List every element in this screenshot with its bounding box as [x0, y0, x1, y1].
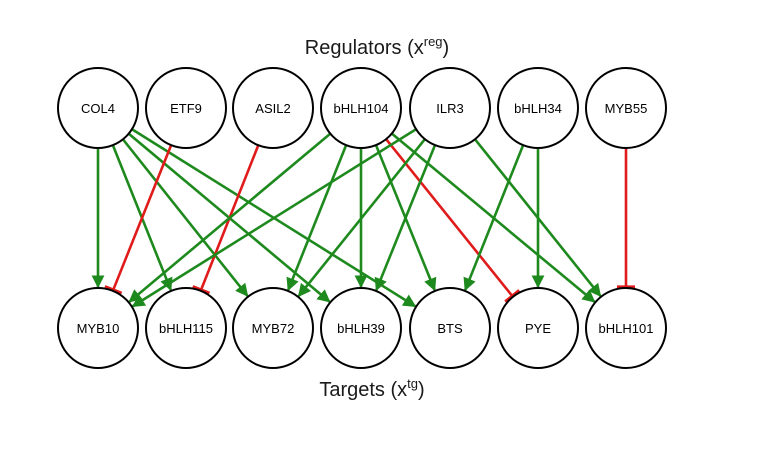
regulator-node-circle [145, 67, 227, 149]
target-node-label: MYB10 [77, 321, 120, 336]
target-node-label: bHLH115 [159, 321, 213, 336]
regulator-node-label: ILR3 [436, 101, 463, 116]
edge-bhlh104-activation-bhlh101 [389, 131, 596, 303]
regulator-node-col4: COL4 [57, 67, 139, 149]
edge-col4-activation-bhlh39 [126, 131, 331, 303]
regulator-node-label: ETF9 [170, 101, 202, 116]
target-node-circle [232, 287, 314, 369]
target-node-circle [585, 287, 667, 369]
target-node-label: bHLH101 [599, 321, 654, 336]
edge-col4-activation-myb72 [120, 136, 249, 297]
target-node-label: PYE [525, 321, 551, 336]
target-node-pye: PYE [497, 287, 579, 369]
regulator-node-label: MYB55 [605, 101, 648, 116]
target-nodes: MYB10 bHLH115 MYB72 bHLH39 BTS PYE bHLH101 [57, 287, 667, 369]
regulator-node-etf9: ETF9 [145, 67, 227, 149]
target-node-circle [497, 287, 579, 369]
regulator-node-circle [497, 67, 579, 149]
regulator-node-myb55: MYB55 [585, 67, 667, 149]
edge-ilr3-activation-bhlh39 [374, 142, 437, 292]
regulator-node-circle [232, 67, 314, 149]
regulator-nodes: COL4 ETF9 ASIL2 bHLH104 ILR3 bHLH34 MYB55 [57, 67, 667, 149]
regulator-node-asil2: ASIL2 [232, 67, 314, 149]
targets-title: Targets (xtg) [319, 376, 424, 401]
regulator-node-label: COL4 [81, 101, 115, 116]
edges-layer [91, 127, 635, 308]
target-node-circle [320, 287, 402, 369]
target-node-label: MYB72 [252, 321, 295, 336]
regulators-title: Regulators (xreg) [305, 34, 449, 59]
inhibition-bar-asil2-bhlh115 [192, 285, 211, 295]
target-node-circle [57, 287, 139, 369]
target-node-bhlh39: bHLH39 [320, 287, 402, 369]
target-node-circle [409, 287, 491, 369]
edge-ilr3-activation-myb72 [297, 136, 428, 298]
edge-bhlh104-activation-myb10 [128, 131, 333, 303]
edge-bhlh104-activation-myb72 [286, 142, 349, 292]
regulator-node-bhlh104: bHLH104 [320, 67, 402, 149]
regulator-node-circle [585, 67, 667, 149]
target-node-myb10: MYB10 [57, 287, 139, 369]
regulator-node-circle [320, 67, 402, 149]
target-node-bhlh101: bHLH101 [585, 287, 667, 369]
regulator-node-label: ASIL2 [255, 101, 290, 116]
edge-ilr3-activation-myb10 [131, 127, 419, 308]
inhibition-bar-etf9-myb10 [104, 285, 123, 295]
target-node-circle [145, 287, 227, 369]
regulator-node-label: bHLH104 [334, 101, 389, 116]
target-node-myb72: MYB72 [232, 287, 314, 369]
edge-etf9-repression-myb10 [112, 142, 174, 291]
regulator-node-bhlh34: bHLH34 [497, 67, 579, 149]
regulator-node-label: bHLH34 [514, 101, 562, 116]
regulator-node-ilr3: ILR3 [409, 67, 491, 149]
target-node-bts: BTS [409, 287, 491, 369]
target-node-label: BTS [437, 321, 463, 336]
target-node-label: bHLH39 [337, 321, 385, 336]
edge-col4-activation-bts [129, 127, 417, 308]
regulator-node-circle [57, 67, 139, 149]
regulator-node-circle [409, 67, 491, 149]
edge-bhlh34-activation-bts [463, 142, 526, 292]
target-node-bhlh115: bHLH115 [145, 287, 227, 369]
